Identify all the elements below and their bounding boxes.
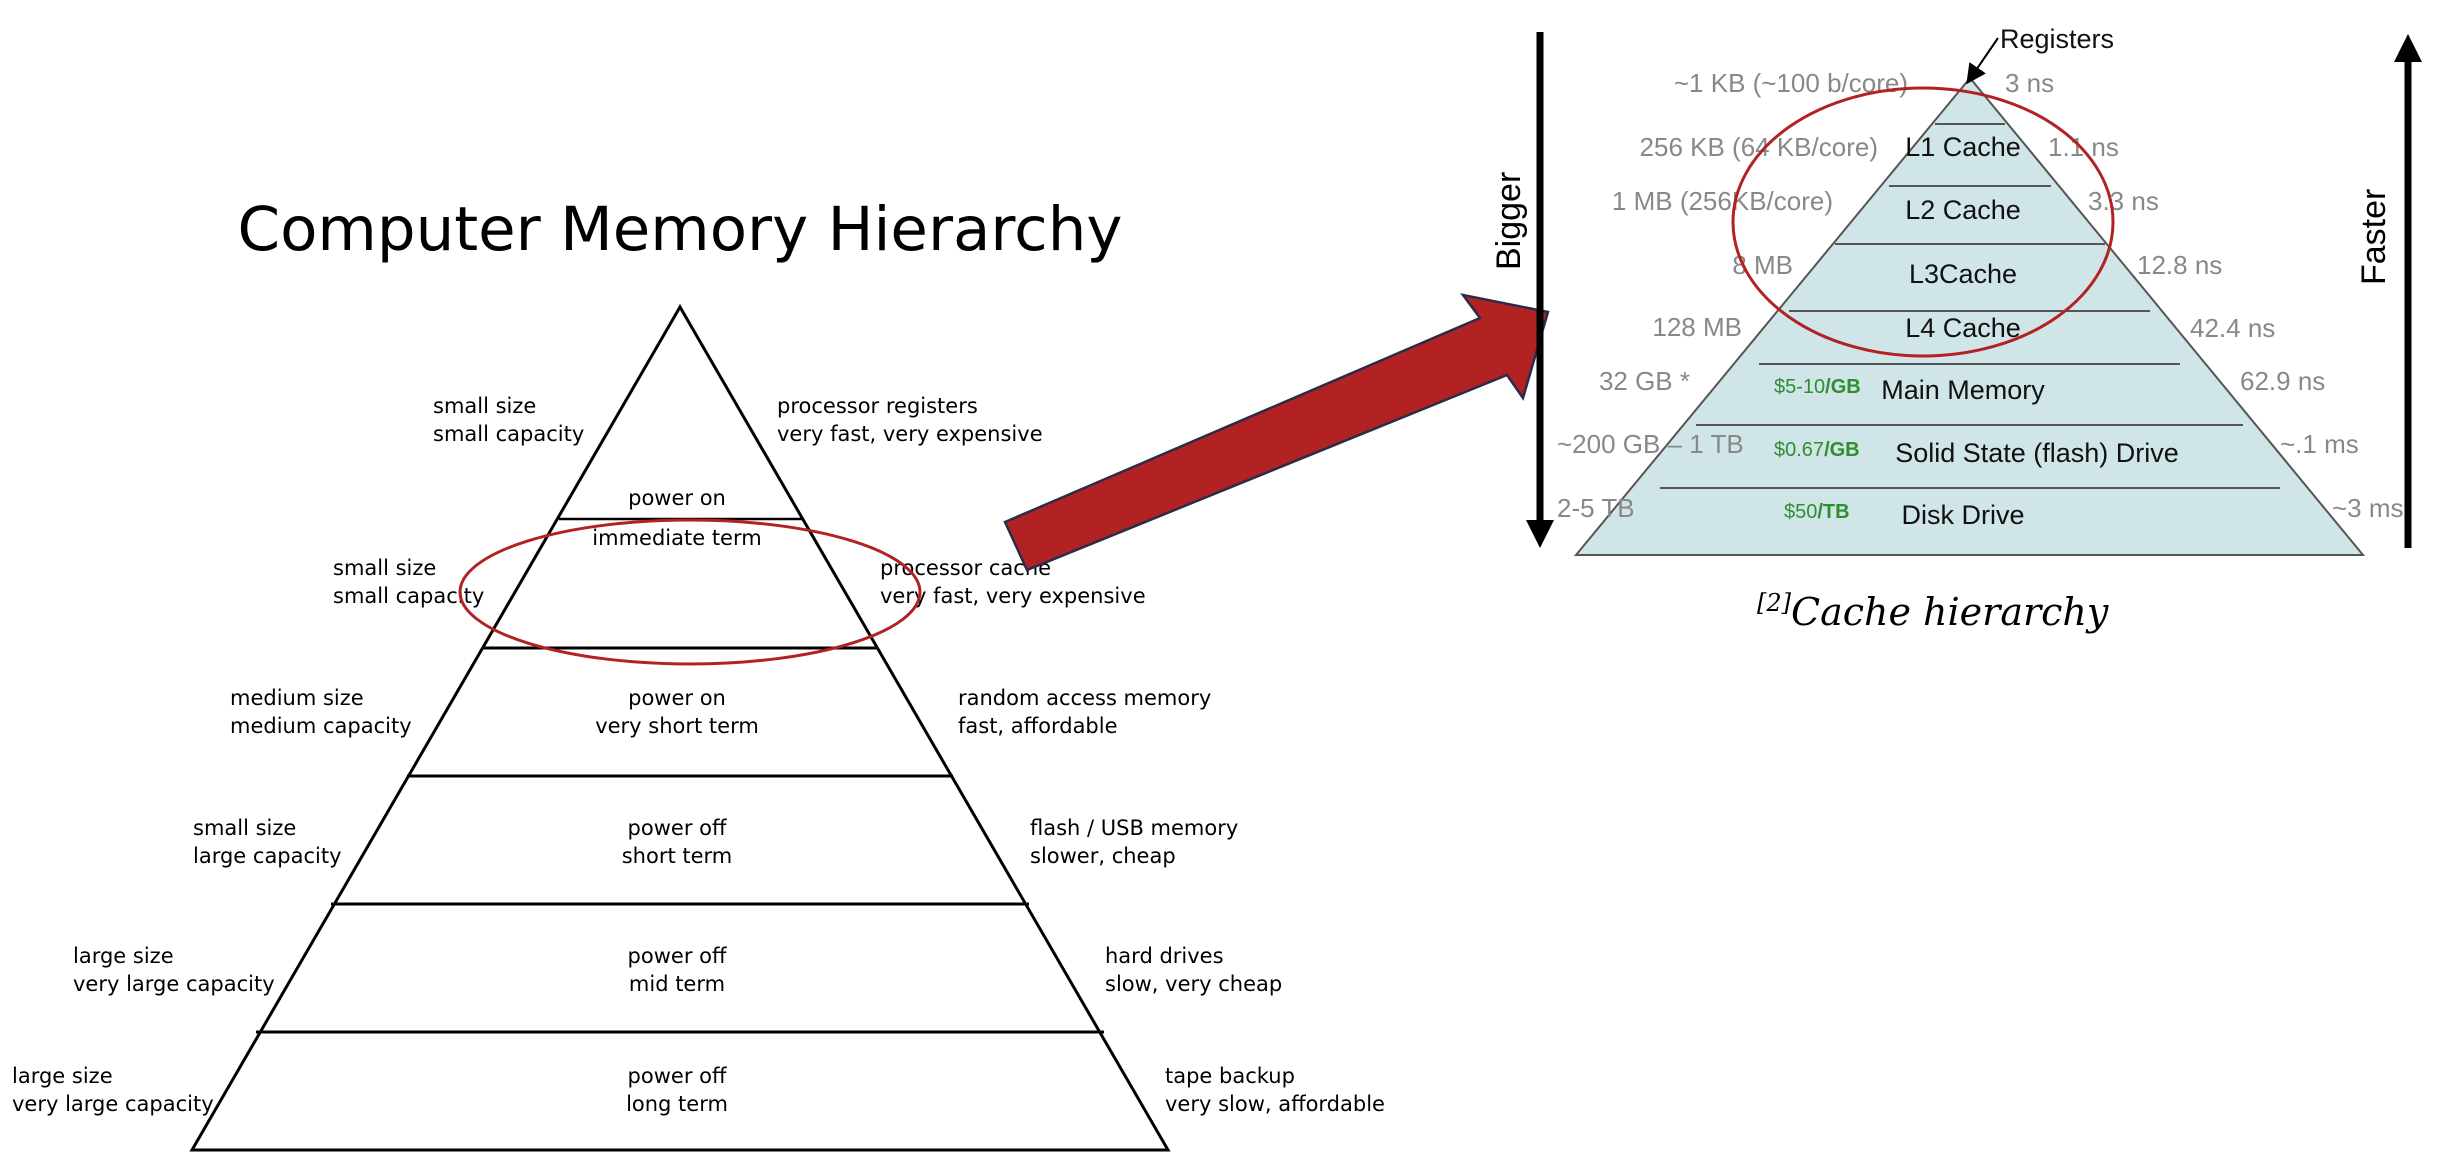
tier-center-label: power off	[628, 1064, 727, 1088]
tier-center-label: very short term	[595, 714, 759, 738]
tier-right-label: hard drives	[1105, 944, 1224, 968]
highlight-ellipse	[458, 518, 922, 666]
apex-right-label: processor registers	[777, 394, 978, 418]
memory-pyramid-outline	[189, 304, 1171, 1152]
tier-left-label: large size	[73, 944, 174, 968]
latency-label: 3 ns	[2005, 68, 2054, 98]
latency-label: 12.8 ns	[2137, 250, 2222, 280]
size-label: ~200 GB – 1 TB	[1557, 429, 1744, 459]
memory-hierarchy-diagram: Computer Memory Hierarchy small size sma…	[12, 194, 1385, 1152]
size-label: 32 GB *	[1599, 366, 1690, 396]
highlight-ellipse	[1731, 86, 2115, 358]
tier-center-label: power on	[628, 686, 726, 710]
price-label: $0.67/GB	[1774, 439, 1860, 461]
cache-tier-name: L3Cache	[1909, 259, 2017, 289]
price-amount: $5-10	[1774, 376, 1825, 398]
tier-left-label: medium size	[230, 686, 364, 710]
cache-tier-name: Main Memory	[1881, 375, 2045, 405]
cache-tier-name: L4 Cache	[1905, 313, 2021, 343]
faster-axis-label: Faster	[2355, 189, 2393, 285]
tier-right-label: slow, very cheap	[1105, 972, 1282, 996]
latency-label: 1.1 ns	[2048, 132, 2119, 162]
tier-center-label: short term	[622, 844, 733, 868]
tier-center-label: power off	[628, 816, 727, 840]
price-unit: /GB	[1825, 376, 1861, 398]
price-label: $5-10/GB	[1774, 376, 1861, 398]
caption-text: Cache hierarchy	[1791, 590, 2109, 634]
price-amount: $50	[1784, 501, 1817, 523]
latency-label: 42.4 ns	[2190, 313, 2275, 343]
bigger-arrow-head	[1526, 520, 1554, 548]
tier-right-label: slower, cheap	[1030, 844, 1176, 868]
size-label: 128 MB	[1652, 312, 1742, 342]
latency-label: ~3 ms	[2332, 493, 2404, 523]
cache-tier-name: L1 Cache	[1905, 132, 2021, 162]
latency-label: ~.1 ms	[2280, 429, 2359, 459]
tier-right-label: very fast, very expensive	[880, 584, 1146, 608]
tier-center-label: mid term	[629, 972, 725, 996]
tier-left-label: very large capacity	[73, 972, 275, 996]
connector-arrow	[1003, 293, 1550, 572]
tier-center-label: power on	[628, 486, 726, 510]
tier-left-label: very large capacity	[12, 1092, 214, 1116]
tier-center-label: power off	[628, 944, 727, 968]
size-label: 256 KB (64 KB/core)	[1640, 132, 1878, 162]
tier-left-label: medium capacity	[230, 714, 412, 738]
price-label: $50/TB	[1784, 501, 1850, 523]
cache-hierarchy-diagram: Registers Bigger Faster ~1 KB (~100 b/co…	[1490, 24, 2422, 634]
cache-tier-name: L2 Cache	[1905, 195, 2021, 225]
tier-left-label: small size	[333, 556, 436, 580]
apex-left-label: small size	[433, 394, 536, 418]
caption-reference: [2]	[1757, 589, 1792, 617]
apex-left-label: small capacity	[433, 422, 584, 446]
faster-arrow-head	[2394, 34, 2422, 62]
tier-right-label: random access memory	[958, 686, 1211, 710]
apex-label: Registers	[2000, 24, 2114, 54]
apex-right-label: very fast, very expensive	[777, 422, 1043, 446]
latency-label: 62.9 ns	[2240, 366, 2325, 396]
size-label: 1 MB (256KB/core)	[1612, 186, 1833, 216]
size-label: 2-5 TB	[1557, 493, 1635, 523]
tier-center-label: immediate term	[592, 526, 761, 550]
cache-tier-name: Solid State (flash) Drive	[1895, 438, 2179, 468]
tier-right-label: very slow, affordable	[1165, 1092, 1385, 1116]
diagram-title: Computer Memory Hierarchy	[238, 194, 1123, 265]
tier-right-label: fast, affordable	[958, 714, 1118, 738]
tier-left-label: large capacity	[193, 844, 342, 868]
tier-center-label: long term	[626, 1092, 728, 1116]
apex-pointer	[1966, 37, 1999, 85]
price-unit: /TB	[1817, 501, 1849, 523]
cache-tier-name: Disk Drive	[1901, 500, 2024, 530]
tier-right-label: flash / USB memory	[1030, 816, 1238, 840]
tier-left-label: small size	[193, 816, 296, 840]
tier-left-label: large size	[12, 1064, 113, 1088]
latency-label: 3.3 ns	[2088, 186, 2159, 216]
price-unit: /GB	[1824, 439, 1860, 461]
price-amount: $0.67	[1774, 439, 1824, 461]
bigger-axis-label: Bigger	[1490, 172, 1528, 270]
cache-pyramid	[1573, 76, 2366, 556]
tier-right-label: tape backup	[1165, 1064, 1295, 1088]
caption: [2]Cache hierarchy	[1757, 589, 2109, 634]
